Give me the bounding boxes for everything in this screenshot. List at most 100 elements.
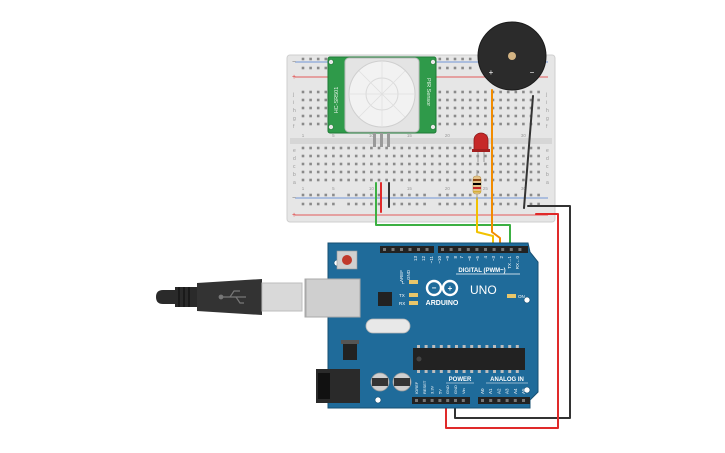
breadboard-row-letter: f	[293, 124, 295, 130]
tx-led-label: TX	[399, 293, 405, 298]
wire-black-gnd	[454, 205, 571, 419]
crystal	[365, 318, 411, 334]
buzzer: + −	[477, 21, 547, 91]
reset-button-cap	[342, 255, 352, 265]
on-led-label: ON	[518, 294, 525, 299]
breadboard-column-number: 30	[521, 186, 527, 191]
power-pin-label: 3.3V	[430, 385, 435, 394]
breadboard-column-number: 10	[369, 133, 375, 138]
breadboard-row-letter: f	[546, 124, 548, 130]
usb-chip	[378, 292, 392, 306]
digital-pin-label: 8	[453, 256, 458, 259]
breadboard-column-number: 10	[369, 186, 375, 191]
pir-pin-out	[373, 133, 376, 147]
digital-pin-label: ~3	[491, 256, 496, 262]
breadboard-row-letter: e	[546, 148, 549, 154]
wires	[375, 89, 571, 429]
digital-pin-label: 12	[421, 256, 426, 262]
gnd-label-top: GND	[406, 269, 411, 280]
breadboard-column-number: 1	[302, 186, 305, 191]
power-header-label: POWER	[449, 377, 472, 383]
aref-label: AREF	[399, 270, 404, 282]
rail-plus-bottom: +	[292, 212, 296, 219]
digital-pin-label: ~9	[445, 256, 450, 262]
breadboard-row-letter: b	[546, 172, 549, 178]
power-header	[412, 397, 470, 404]
breadboard-column-number: 25	[483, 186, 489, 191]
digital-pin-label: ~6	[467, 256, 472, 262]
arduino-infinity-icon	[425, 279, 459, 297]
buzzer-hole	[508, 52, 516, 60]
wire-red-5v	[445, 213, 559, 429]
breadboard-column-number: 5	[332, 133, 335, 138]
power-pin-label: IOREF	[414, 381, 419, 394]
usb-icon	[218, 290, 246, 304]
center-channel	[290, 138, 552, 144]
analog-header-label: ANALOG IN	[490, 377, 524, 383]
buzzer-plus-label: +	[489, 68, 494, 77]
analog-pin-label: A1	[488, 388, 493, 394]
wire-green	[375, 182, 511, 253]
power-pin-label: 5V	[437, 389, 442, 394]
analog-pin-label: A2	[496, 388, 501, 394]
breadboard-row-letter: j	[545, 92, 547, 98]
pir-right-text: PIR Sensor	[425, 78, 431, 106]
l-led-label: L	[402, 280, 405, 285]
digital-pin-label: RX←0	[515, 256, 520, 270]
digital-pin-label: ~5	[475, 256, 480, 262]
voltage-regulator	[343, 344, 357, 360]
analog-pin-label: A3	[505, 388, 510, 394]
digital-pin-label: 4	[483, 256, 488, 259]
digital-pin-label: 7	[459, 256, 464, 259]
breadboard-row-letter: h	[546, 108, 549, 114]
breadboard-row-letter: d	[293, 156, 296, 162]
breadboard-column-number: 20	[445, 133, 451, 138]
tx-led	[409, 293, 418, 297]
power-pin-label: Vin	[461, 388, 466, 394]
analog-header	[478, 397, 530, 404]
digital-pin-label: ~10	[437, 256, 442, 264]
breadboard-row-letter: a	[546, 180, 549, 186]
breadboard-row-letter: j	[292, 92, 294, 98]
pir-pin-gnd	[387, 133, 390, 147]
svg-text:+: +	[448, 284, 453, 293]
on-led	[507, 294, 516, 298]
cable-end	[156, 290, 175, 304]
digital-pin-label: TX→1	[507, 256, 512, 269]
breadboard-column-number: 15	[407, 133, 413, 138]
wire-black-buzzer	[523, 95, 534, 209]
model-label: UNO	[470, 283, 497, 297]
buzzer-minus-label: −	[530, 68, 535, 77]
breadboard-column-number: 1	[302, 133, 305, 138]
breadboard-row-letter: c	[546, 164, 549, 170]
analog-pin-label: A5	[521, 388, 526, 394]
breadboard-column-number: 15	[407, 186, 413, 191]
led	[472, 132, 490, 162]
breadboard-row-letter: e	[293, 148, 296, 154]
atmega-chip	[413, 348, 525, 370]
breadboard-row-letter: g	[293, 116, 296, 122]
analog-pin-label: A0	[480, 388, 485, 394]
breadboard-row-letter: h	[293, 108, 296, 114]
rx-led-label: RX	[399, 301, 405, 306]
rail-minus-top: −	[292, 59, 296, 66]
svg-text:−: −	[432, 284, 437, 293]
usb-plug-metal	[261, 282, 303, 312]
l-led	[409, 280, 418, 284]
breadboard-column-number: 20	[445, 186, 451, 191]
breadboard-row-letter: b	[293, 172, 296, 178]
digital-header	[380, 246, 528, 253]
power-pin-label: GND	[445, 385, 450, 394]
digital-pin-label: 2	[499, 256, 504, 259]
digital-header-label: DIGITAL (PWM~)	[458, 268, 505, 274]
breadboard-row-letter: d	[546, 156, 549, 162]
digital-pin-label: 13	[413, 256, 418, 262]
rail-plus-top: +	[292, 74, 296, 81]
digital-pin-label: ~11	[429, 256, 434, 264]
breadboard-row-letter: i	[546, 100, 547, 106]
power-pin-label: GND	[453, 385, 458, 394]
